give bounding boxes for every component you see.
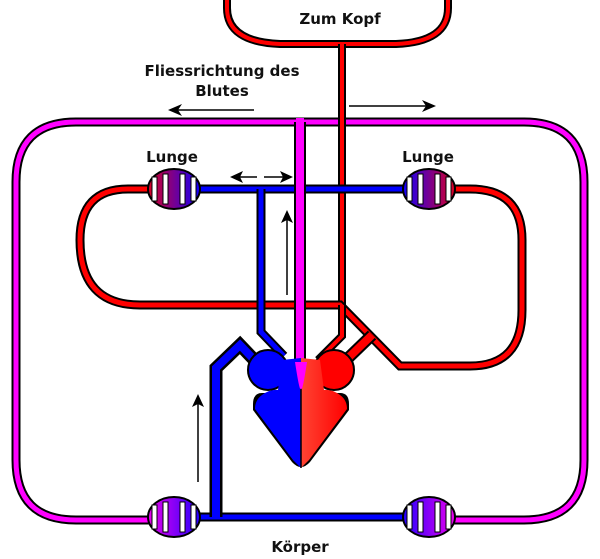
head-loop-oxygenated <box>223 0 452 305</box>
body-organ-left <box>147 496 201 538</box>
lung-right <box>402 168 456 210</box>
flow-arrow-left-icon <box>168 104 254 116</box>
heart <box>247 349 355 468</box>
head-label: Zum Kopf <box>299 10 381 28</box>
lung-right-label: Lunge <box>402 148 454 166</box>
lung-left <box>147 168 201 210</box>
right-ventricle <box>255 358 301 468</box>
flow-arrow-right-icon <box>349 100 436 112</box>
up-arrow-pulmonary-icon <box>281 210 293 295</box>
flow-label-line1: Fliessrichtung des <box>145 62 300 80</box>
bidirectional-arrow-icon <box>230 171 293 183</box>
lung-left-label: Lunge <box>146 148 198 166</box>
body-label: Körper <box>271 538 329 556</box>
body-organ-right <box>402 496 456 538</box>
left-ventricle <box>301 358 347 468</box>
septum-mix <box>295 362 307 390</box>
body-return-deoxygenated <box>198 335 404 522</box>
up-arrow-body-icon <box>192 394 204 482</box>
flow-label-line2: Blutes <box>195 82 249 100</box>
